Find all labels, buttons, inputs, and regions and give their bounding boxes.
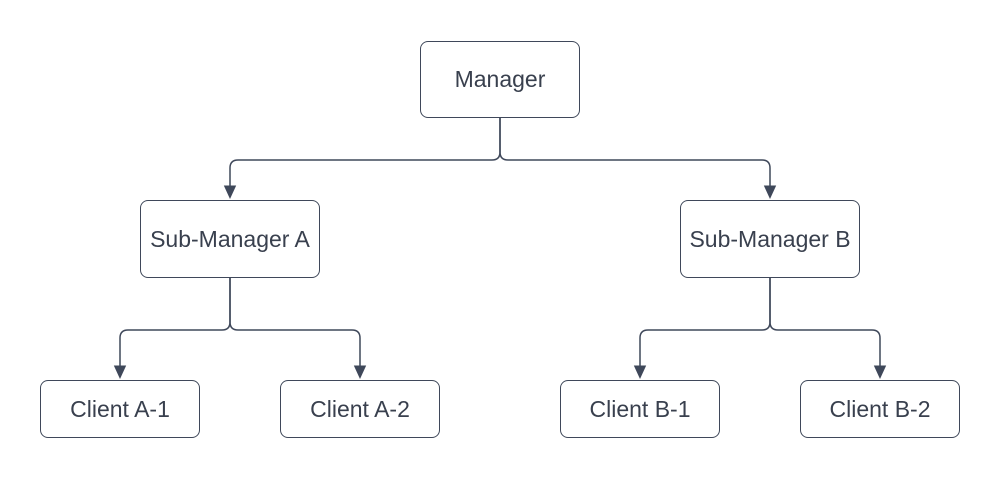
arrowhead-icon bbox=[873, 365, 887, 379]
node-manager-label: Manager bbox=[454, 66, 546, 92]
arrowhead-icon bbox=[223, 185, 237, 199]
node-sub-manager-a: Sub-Manager A bbox=[140, 200, 320, 278]
node-sub-manager-a-label: Sub-Manager A bbox=[150, 225, 310, 252]
arrowhead-icon bbox=[763, 185, 777, 199]
node-client-a1-label: Client A-1 bbox=[70, 395, 170, 422]
edge-sub-b-client-b1 bbox=[639, 278, 771, 366]
arrowhead-icon bbox=[353, 365, 367, 379]
arrowhead-icon bbox=[113, 365, 127, 379]
edge-sub-a-client-a2 bbox=[229, 278, 361, 366]
node-sub-manager-b-label: Sub-Manager B bbox=[689, 225, 851, 252]
edge-manager-sub-b bbox=[499, 118, 771, 186]
node-client-b1-label: Client B-1 bbox=[589, 395, 691, 422]
node-client-a2-label: Client A-2 bbox=[310, 395, 410, 422]
arrowhead-icon bbox=[633, 365, 647, 379]
edge-sub-a-client-a1 bbox=[119, 278, 231, 366]
node-manager: Manager bbox=[420, 41, 580, 118]
node-client-b2-label: Client B-2 bbox=[829, 395, 931, 422]
node-client-b2: Client B-2 bbox=[800, 380, 960, 438]
node-sub-manager-b: Sub-Manager B bbox=[680, 200, 860, 278]
edge-manager-sub-a bbox=[229, 118, 501, 186]
edge-sub-b-client-b2 bbox=[769, 278, 881, 366]
node-client-b1: Client B-1 bbox=[560, 380, 720, 438]
node-client-a1: Client A-1 bbox=[40, 380, 200, 438]
node-client-a2: Client A-2 bbox=[280, 380, 440, 438]
